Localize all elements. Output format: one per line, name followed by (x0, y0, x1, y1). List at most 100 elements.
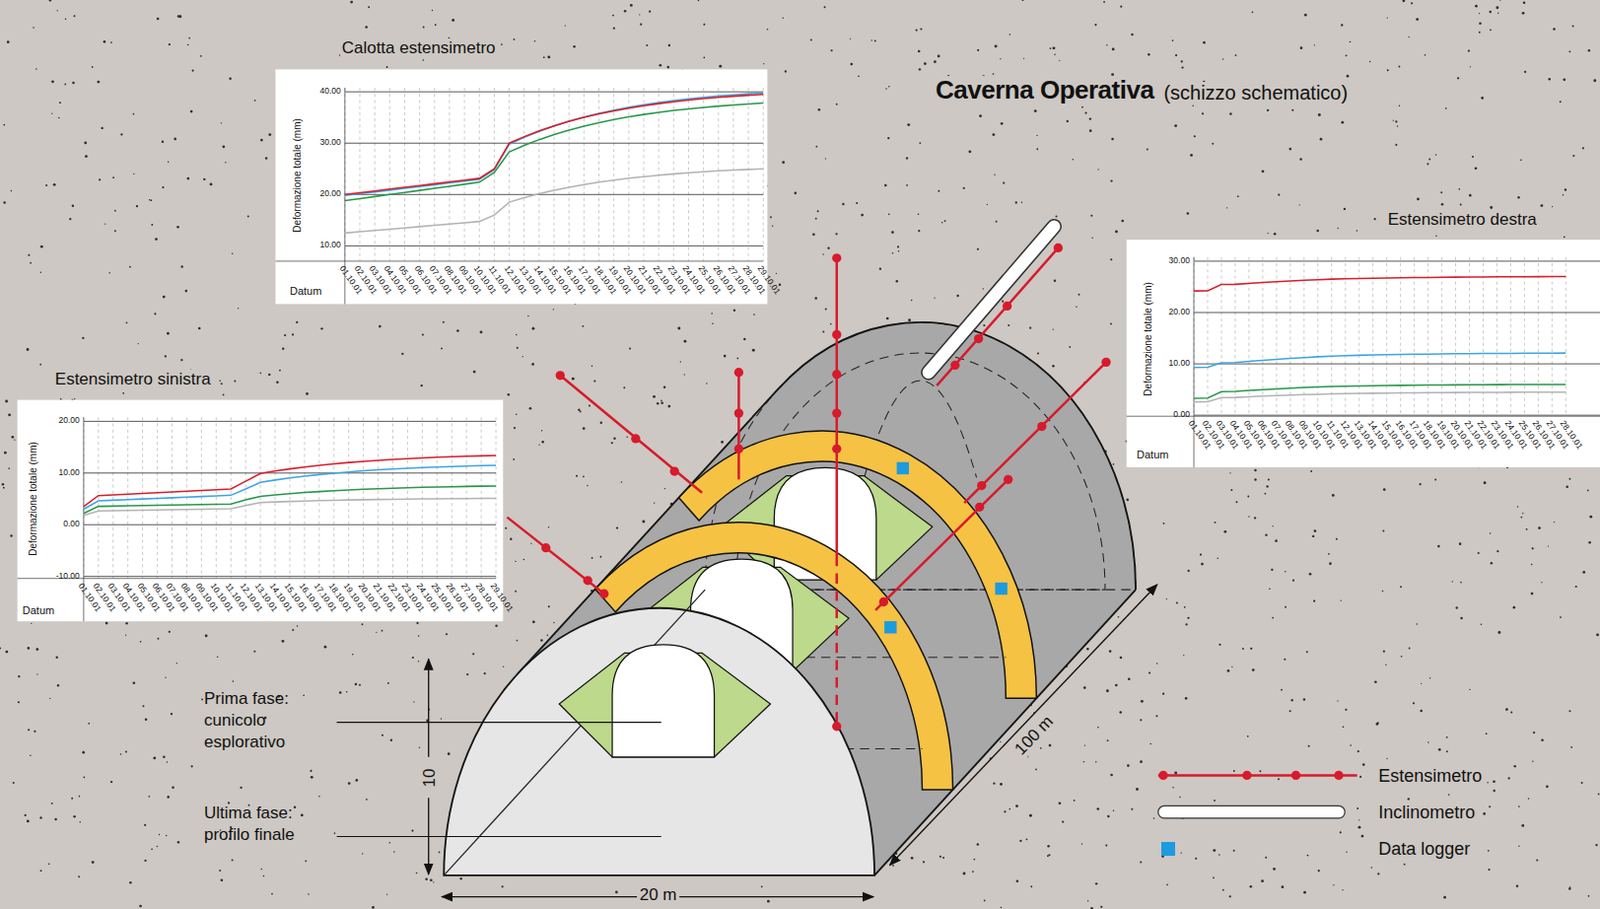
legend-extensometer-anchor (1242, 770, 1252, 780)
grid-line (260, 417, 262, 578)
ground-dot (784, 69, 787, 72)
ground-dot (1174, 124, 1178, 128)
ground-dot (125, 634, 127, 636)
ground-dot (1336, 699, 1338, 701)
ground-dot (1516, 884, 1519, 887)
ground-dot (624, 9, 627, 12)
ground-dot (656, 402, 659, 405)
ground-dot (440, 717, 442, 719)
ground-dot (1179, 796, 1182, 799)
ground-dot (1227, 669, 1231, 673)
ground-dot (416, 622, 418, 625)
ground-dot (1495, 5, 1499, 9)
ground-dot (1510, 711, 1513, 714)
ground-dot (1105, 844, 1108, 847)
axis-title: Deformazione totale (mm) (1143, 281, 1156, 397)
ground-dot (645, 44, 648, 47)
ground-dot (897, 245, 900, 248)
ground-dot (1336, 227, 1338, 229)
ground-dot (664, 487, 666, 489)
ground-dot (1356, 229, 1359, 232)
ground-dot (1120, 219, 1124, 223)
ground-dot (886, 317, 890, 321)
measurement-curve (345, 92, 764, 196)
ground-dot (705, 382, 707, 384)
ground-dot (1201, 112, 1204, 115)
ground-dot (1281, 885, 1285, 889)
ground-dot (418, 746, 421, 749)
ground-dot (1487, 849, 1490, 852)
ground-dot (4, 400, 8, 404)
ground-dot (1362, 763, 1366, 766)
ground-dot (547, 55, 551, 59)
ground-dot (1518, 805, 1521, 808)
ground-dot (354, 683, 358, 687)
ground-dot (231, 858, 234, 861)
ground-dot (1483, 481, 1487, 485)
axis-title: Deformazione totale (mm) (27, 441, 40, 557)
ground-dot (291, 628, 294, 631)
ground-dot (933, 296, 935, 298)
legend-extensometer-anchor (1158, 770, 1168, 780)
grid-line (1193, 363, 1600, 365)
ground-dot (339, 691, 343, 695)
ground-dot (553, 622, 555, 624)
extensometer-anchor (1003, 475, 1013, 485)
ground-dot (641, 520, 645, 524)
ground-dot (318, 795, 321, 798)
ground-dot (543, 56, 546, 59)
ground-dot (1517, 196, 1520, 199)
ground-dot (59, 101, 62, 104)
grid-line (345, 91, 764, 93)
ground-dot (1582, 146, 1585, 149)
ground-dot (161, 186, 164, 189)
measurement-curve (1193, 352, 1566, 368)
ground-dot (1306, 650, 1309, 653)
chart-background (17, 400, 504, 623)
ground-dot (81, 751, 85, 755)
ground-dot (1568, 887, 1571, 890)
ground-dot (1448, 793, 1451, 796)
ground-dot (1435, 235, 1437, 237)
ground-dot (164, 354, 167, 357)
ground-dot (177, 14, 181, 18)
ground-dot (17, 675, 20, 678)
ground-dot (1396, 125, 1398, 127)
ground-dot (64, 83, 67, 86)
ground-dot (1087, 900, 1089, 902)
ground-dot (1266, 109, 1269, 112)
grid-line (333, 417, 335, 578)
ground-dot (1492, 779, 1496, 783)
ground-dot (1300, 46, 1304, 50)
ground-dot (139, 904, 142, 908)
ground-dot (541, 440, 545, 444)
ground-dot (1172, 39, 1175, 42)
ground-dot (144, 717, 148, 721)
ground-dot (667, 405, 671, 409)
ground-dot (209, 182, 213, 186)
ground-dot (1110, 773, 1114, 777)
extensometer-anchor (832, 330, 841, 340)
ground-dot (1073, 799, 1076, 802)
ground-dot (1089, 117, 1092, 120)
ground-dot (548, 526, 550, 528)
extensometer-line (559, 375, 702, 493)
ground-dot (162, 295, 166, 299)
ground-dot (1053, 279, 1056, 282)
ground-dot (1090, 214, 1093, 217)
ground-dot (1587, 489, 1590, 492)
ground-dot (143, 859, 146, 862)
ground-dot (992, 782, 995, 785)
extensometer-anchor (734, 367, 744, 377)
ground-dot (0, 647, 1, 650)
axis-tick-label: 20.00 (58, 417, 79, 427)
ground-dot (1083, 686, 1087, 690)
ground-dot (626, 436, 628, 439)
ground-dot (354, 778, 358, 782)
ground-dot (1434, 478, 1437, 481)
ground-dot (1446, 736, 1449, 739)
ground-dot (133, 681, 137, 685)
ground-dot (515, 413, 518, 416)
ground-dot (917, 212, 920, 215)
ground-dot (1211, 142, 1214, 145)
